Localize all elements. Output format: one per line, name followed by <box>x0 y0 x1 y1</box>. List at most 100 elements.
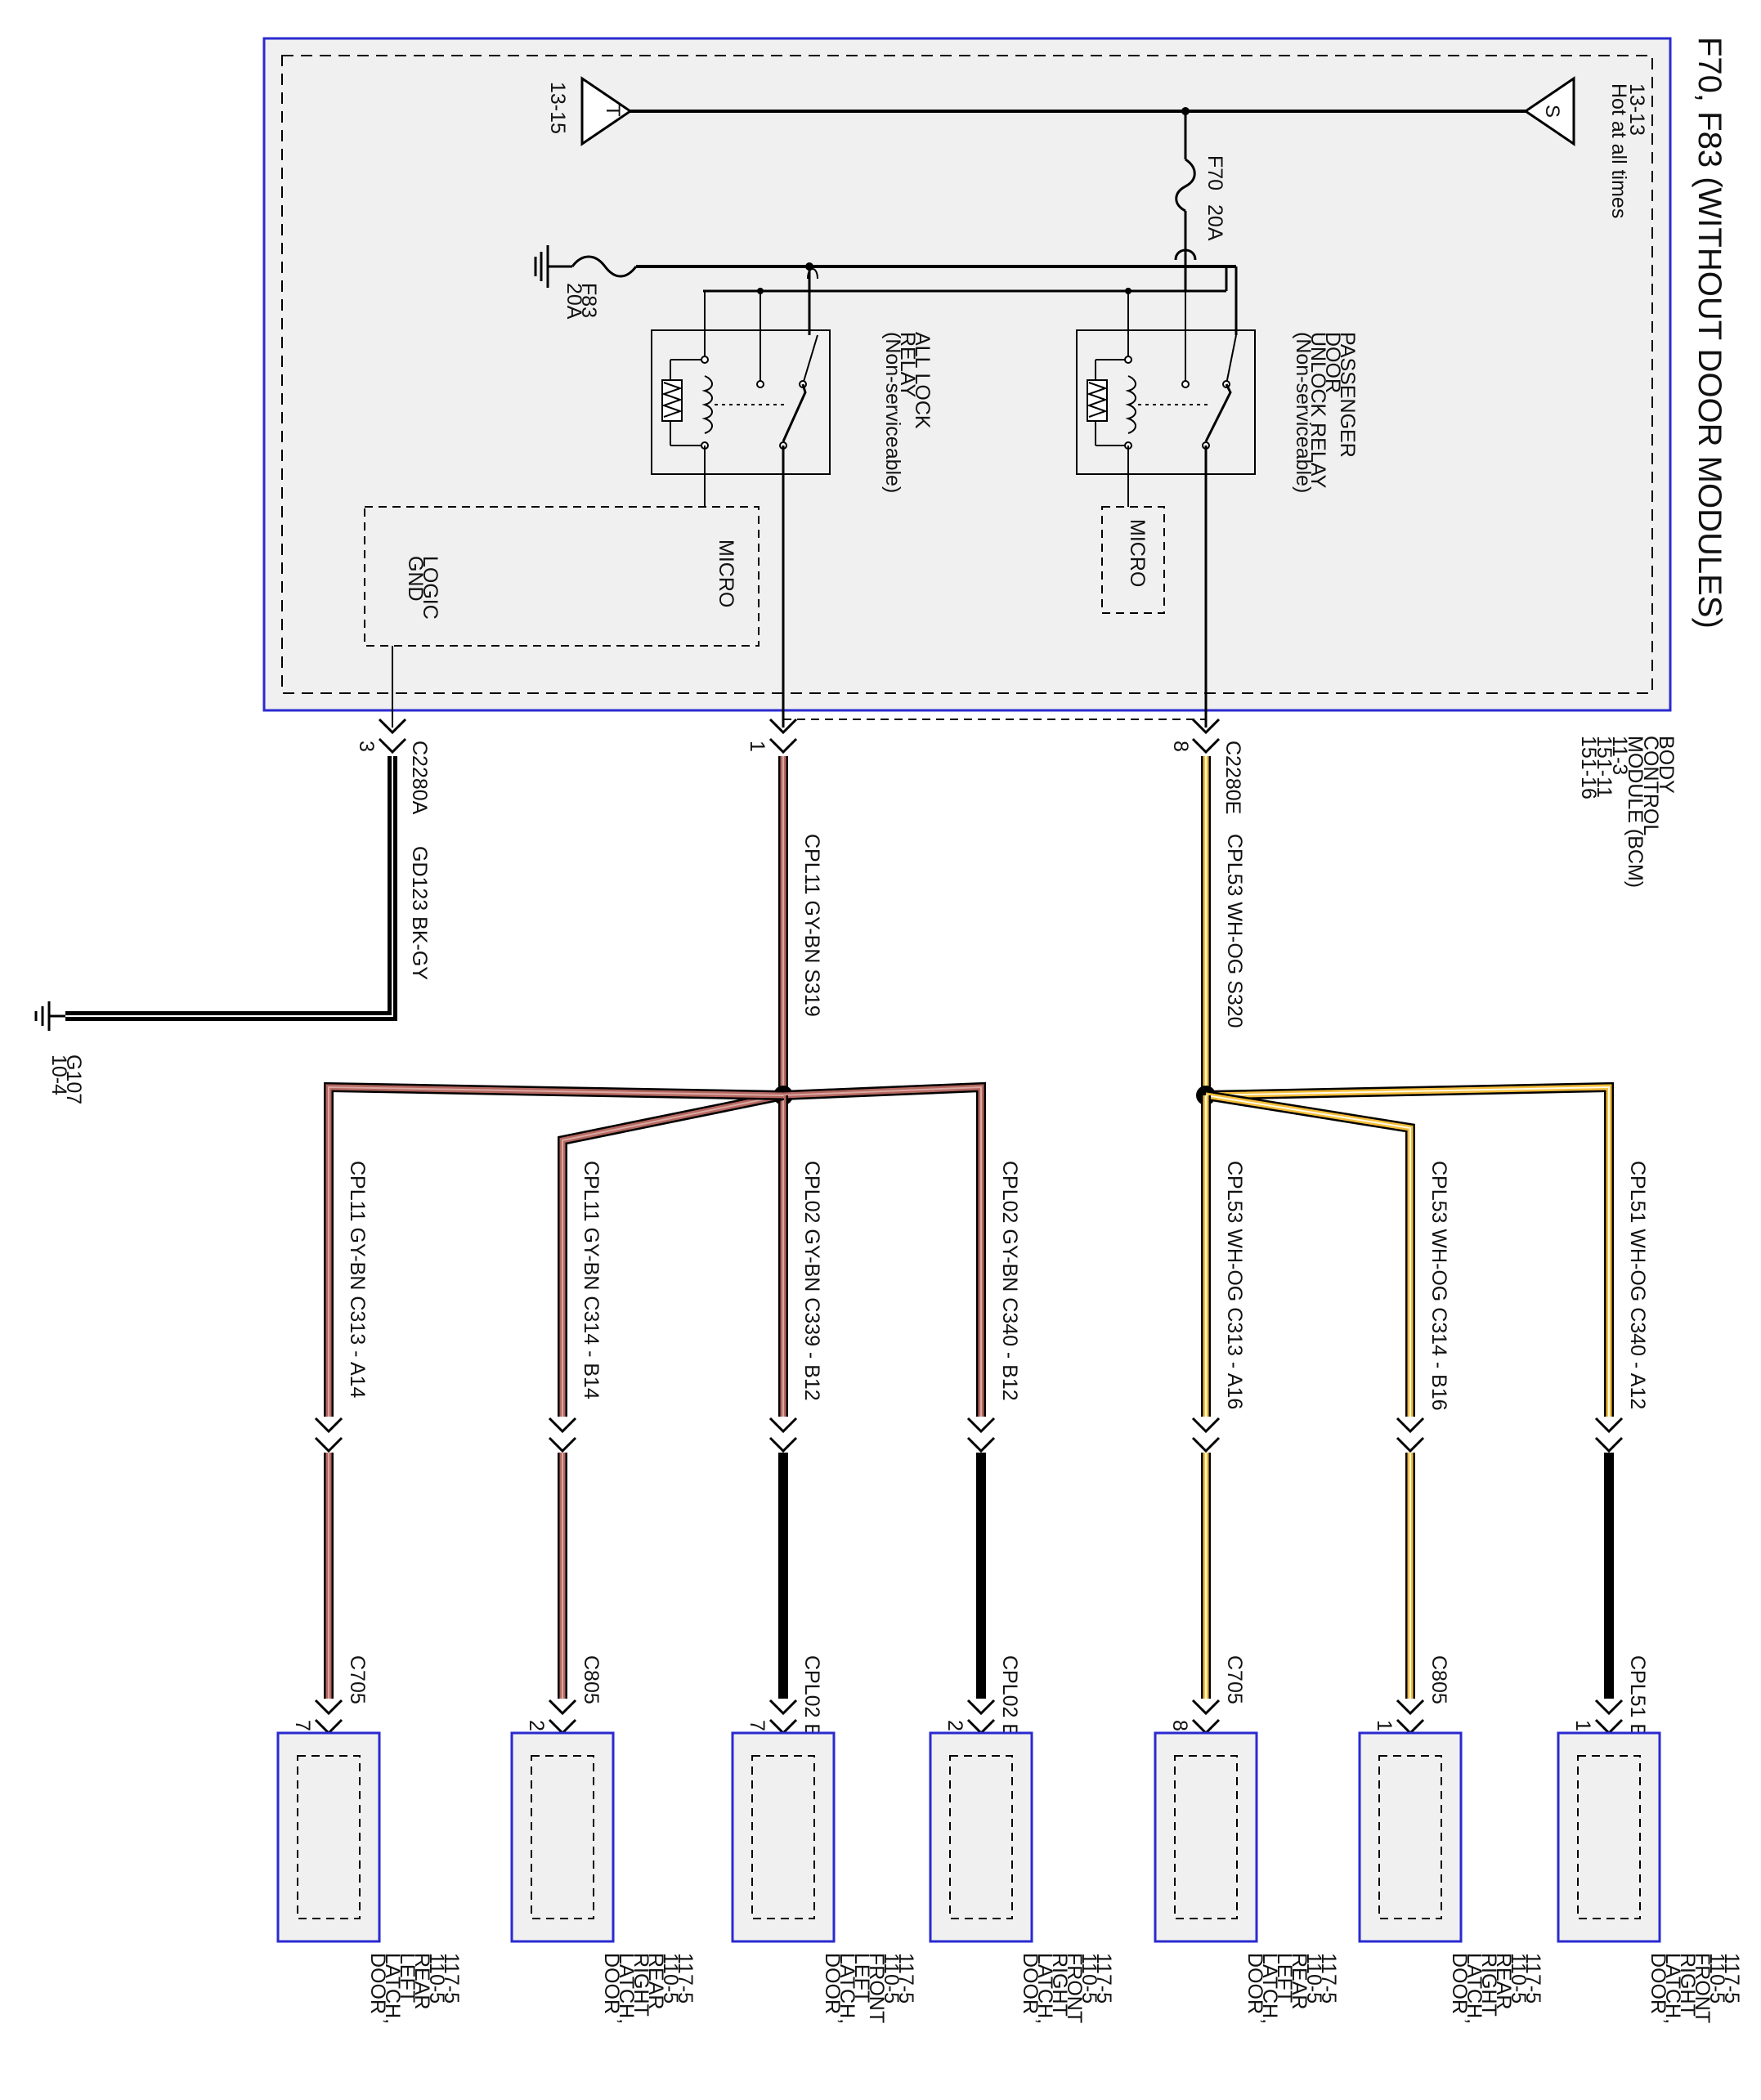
svg-text:(Non-serviceable): (Non-serviceable) <box>881 332 904 493</box>
branch-wire-2 <box>1205 1090 1415 1417</box>
svg-text:Hot at all times: Hot at all times <box>1607 83 1630 218</box>
all-lock-relay-box <box>651 329 831 475</box>
svg-text:11-3: 11-3 <box>1608 736 1631 775</box>
svg-text:LOGIC: LOGIC <box>419 556 441 620</box>
f70-fuse-icon <box>1175 158 1196 213</box>
door-latch-box-1 <box>1557 1731 1661 1943</box>
svg-text:PASSENGER: PASSENGER <box>1336 332 1359 458</box>
bcm-module-inner-dashed <box>281 55 1653 694</box>
svg-text:RIGHT: RIGHT <box>1477 1953 1500 2017</box>
svg-text:117-5: 117-5 <box>1092 1953 1115 2004</box>
svg-text:FRONT: FRONT <box>865 1953 888 2023</box>
svg-text:F83: F83 <box>577 283 600 318</box>
branch-wire-label-4: CPL02 GY-BN C340 - B12 <box>998 1161 1021 1401</box>
svg-text:ALL LOCK: ALL LOCK <box>911 332 934 429</box>
svg-text:117-5: 117-5 <box>1720 1953 1743 2004</box>
door-latch-inner-6 <box>531 1755 594 1919</box>
branch-wire-4 <box>782 1081 986 1417</box>
branch-latch-connector-5 <box>768 1699 798 1735</box>
door-latch-inner-7 <box>297 1755 361 1919</box>
passenger-relay-label: PASSENGER DOOR UNLOCK RELAY (Non-service… <box>1292 332 1359 493</box>
door-latch-inner-1 <box>1577 1755 1641 1919</box>
svg-text:DOOR: DOOR <box>821 1953 844 2014</box>
micro-logic-box <box>364 506 760 647</box>
branch-wire-label-6: CPL11 GY-BN C314 - B14 <box>580 1161 603 1399</box>
passenger-micro-box <box>1101 506 1165 614</box>
branch-inline-connector-1 <box>1594 1417 1624 1453</box>
c2280e-label: C2280E <box>1221 741 1244 814</box>
svg-text:G107: G107 <box>62 1054 85 1104</box>
logic-gnd-label: LOGIC GND <box>404 556 441 620</box>
branch-pin-label-6: 2 <box>525 1720 548 1731</box>
svg-text:UNLOCK RELAY: UNLOCK RELAY <box>1306 332 1329 489</box>
svg-text:DOOR: DOOR <box>366 1953 389 2014</box>
svg-text:REAR: REAR <box>1288 1953 1311 2009</box>
svg-text:151-11: 151-11 <box>1593 736 1615 798</box>
svg-text:10-4: 10-4 <box>47 1054 70 1095</box>
svg-text:REAR: REAR <box>410 1953 433 2009</box>
all-lock-relay-switch-icon <box>782 383 807 442</box>
svg-text:LATCH,: LATCH, <box>836 1953 858 2024</box>
all-lock-relay-coil-icon <box>701 375 713 434</box>
svg-text:RELAY: RELAY <box>896 332 919 397</box>
branch-latch-connector-6 <box>548 1699 577 1735</box>
micro-label: MICRO <box>715 540 737 607</box>
link-t-ref: 13-15 <box>546 82 569 134</box>
svg-text:LATCH,: LATCH, <box>381 1953 404 2024</box>
hot-source-letter: S <box>1541 105 1563 118</box>
svg-text:FRONT: FRONT <box>1063 1953 1086 2023</box>
door-latch-inner-4 <box>949 1755 1013 1919</box>
branch-latch-connector-1 <box>1594 1699 1624 1735</box>
svg-text:DOOR: DOOR <box>1647 1953 1669 2014</box>
svg-text:117-5: 117-5 <box>1317 1953 1340 2004</box>
wire-gd123-label: GD123 BK-GY <box>408 846 431 980</box>
svg-text:DOOR: DOOR <box>1321 332 1344 393</box>
link-t-triangle-icon <box>580 76 633 146</box>
svg-text:110-5: 110-5 <box>1302 1953 1325 2004</box>
ground-g107-label: G107 10-4 <box>47 1054 85 1104</box>
f83-label: F83 20A <box>562 283 600 320</box>
branch-latch-connector-2 <box>1396 1699 1425 1735</box>
branch-wire-7 <box>324 1081 784 1417</box>
passenger-relay-switch-icon <box>1204 383 1232 442</box>
passenger-unlock-relay-box <box>1076 329 1256 475</box>
branch-latch-connector-3 <box>1191 1699 1221 1735</box>
svg-text:LATCH,: LATCH, <box>1463 1953 1485 2024</box>
svg-text:LEFT: LEFT <box>1273 1953 1296 2003</box>
branch-pin-label-1: 1 <box>1571 1720 1594 1731</box>
door-latch-box-3 <box>1154 1731 1258 1943</box>
branch-wire-label-7: CPL11 GY-BN C313 - A14 <box>346 1161 369 1399</box>
branch-tail-label-7: C705 <box>346 1655 369 1704</box>
branch-latch-connector-7 <box>314 1699 343 1735</box>
branch-inline-connector-2 <box>1396 1417 1425 1453</box>
passenger-micro-label: MICRO <box>1126 519 1149 587</box>
svg-text:RIGHT: RIGHT <box>1048 1953 1071 2017</box>
branch-wire-1 <box>1205 1081 1614 1417</box>
svg-text:110-5: 110-5 <box>880 1953 903 2004</box>
svg-text:REAR: REAR <box>644 1953 667 2009</box>
branch-wire-label-2: CPL53 WH-OG C314 - B16 <box>1427 1161 1450 1411</box>
f70-rating: 20A <box>1203 204 1226 241</box>
svg-text:117-5: 117-5 <box>440 1953 463 2004</box>
svg-text:(Non-serviceable): (Non-serviceable) <box>1292 332 1315 493</box>
svg-text:DOOR: DOOR <box>600 1953 623 2014</box>
pin-1-label: 1 <box>746 741 768 752</box>
branch-pin-label-3: 8 <box>1168 1720 1191 1731</box>
svg-text:117-5: 117-5 <box>674 1953 697 2004</box>
svg-text:13-13: 13-13 <box>1625 83 1648 136</box>
svg-text:117-5: 117-5 <box>1521 1953 1544 2004</box>
door-latch-box-5 <box>731 1731 836 1943</box>
branch-wire-label-3: CPL53 WH-OG C313 - A16 <box>1223 1161 1246 1409</box>
all-lock-relay-label: ALL LOCK RELAY (Non-serviceable) <box>881 332 934 493</box>
svg-text:DOOR: DOOR <box>1019 1953 1042 2014</box>
branch-inline-connector-4 <box>966 1417 996 1453</box>
branch-latch-connector-4 <box>966 1699 996 1735</box>
svg-text:110-5: 110-5 <box>1507 1953 1530 2004</box>
svg-text:LATCH,: LATCH, <box>1258 1953 1281 2024</box>
diagram-title: F70, F83 (WITHOUT DOOR MODULES) <box>1692 37 1727 629</box>
